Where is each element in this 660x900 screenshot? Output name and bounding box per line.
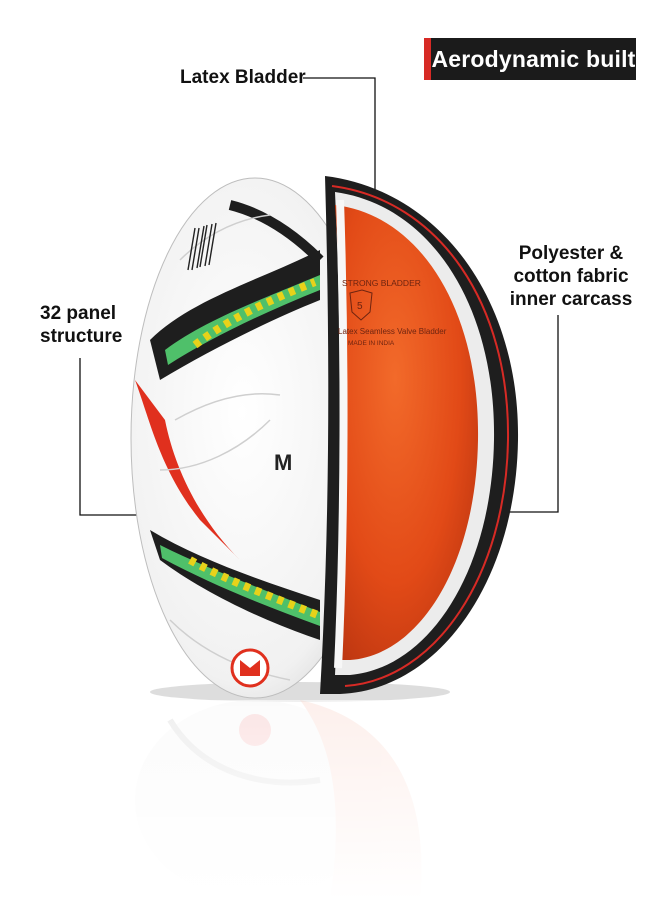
brand-logo-icon: [230, 648, 270, 688]
ball-shadow: [150, 682, 450, 702]
barcode: [187, 222, 217, 271]
bladder-print: STRONG BLADDER 5 Latex Seamless Valve Bl…: [338, 278, 447, 347]
brand-mark: M: [274, 450, 292, 475]
svg-text:STRONG BLADDER: STRONG BLADDER: [342, 278, 421, 288]
outer-shell: M: [130, 177, 380, 699]
carcass-callout-line: [490, 315, 559, 513]
bladder: [335, 205, 479, 660]
badge-text: Aerodynamic built: [431, 45, 636, 72]
red-stripe: [331, 185, 510, 687]
svg-text:5: 5: [357, 301, 363, 312]
panel-structure-label: 32 panel structure: [40, 303, 123, 347]
cutaway-section: [320, 176, 519, 694]
inner-carcass-label: Polyester & cotton fabric inner carcass: [509, 243, 633, 310]
aerodynamic-badge: Aerodynamic built: [424, 38, 636, 80]
svg-text:Latex Seamless Valve Bladder: Latex Seamless Valve Bladder: [338, 327, 447, 336]
panel-callout-line: [79, 358, 145, 516]
svg-text:MADE IN INDIA: MADE IN INDIA: [348, 340, 395, 347]
latex-bladder-label: Latex Bladder: [180, 67, 306, 88]
